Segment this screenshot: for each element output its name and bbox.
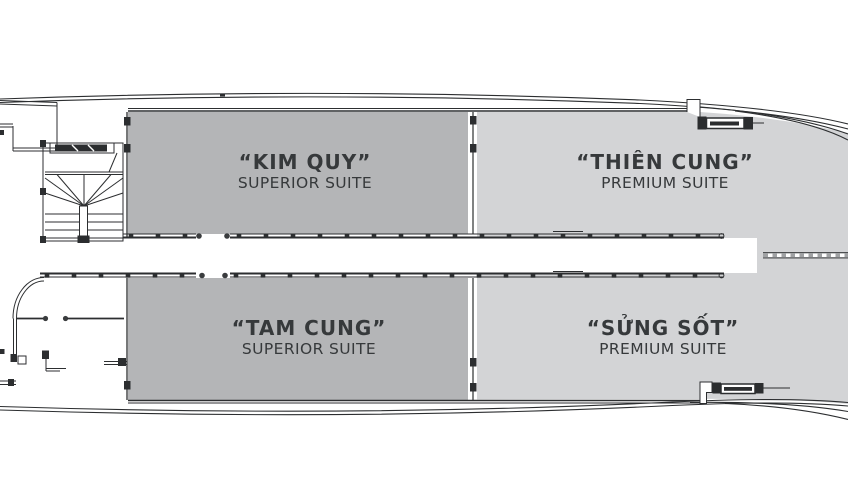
stern-details	[0, 101, 57, 152]
room-tam-cung	[128, 278, 468, 400]
bow-door-bottom	[700, 382, 790, 404]
corridor-window-walls	[40, 232, 725, 279]
window-mullions-bottom	[44, 272, 698, 278]
window-mullions-top	[128, 233, 701, 239]
room-dividers	[469, 112, 477, 400]
bow-centerline	[763, 253, 848, 259]
staircase	[40, 140, 124, 243]
bow-door-top	[687, 100, 764, 130]
lounge-area	[0, 278, 127, 386]
hull-outline	[0, 93, 848, 419]
room-outer-walls	[124, 109, 700, 404]
room-kim-quy	[128, 112, 468, 234]
corridor	[123, 238, 757, 273]
